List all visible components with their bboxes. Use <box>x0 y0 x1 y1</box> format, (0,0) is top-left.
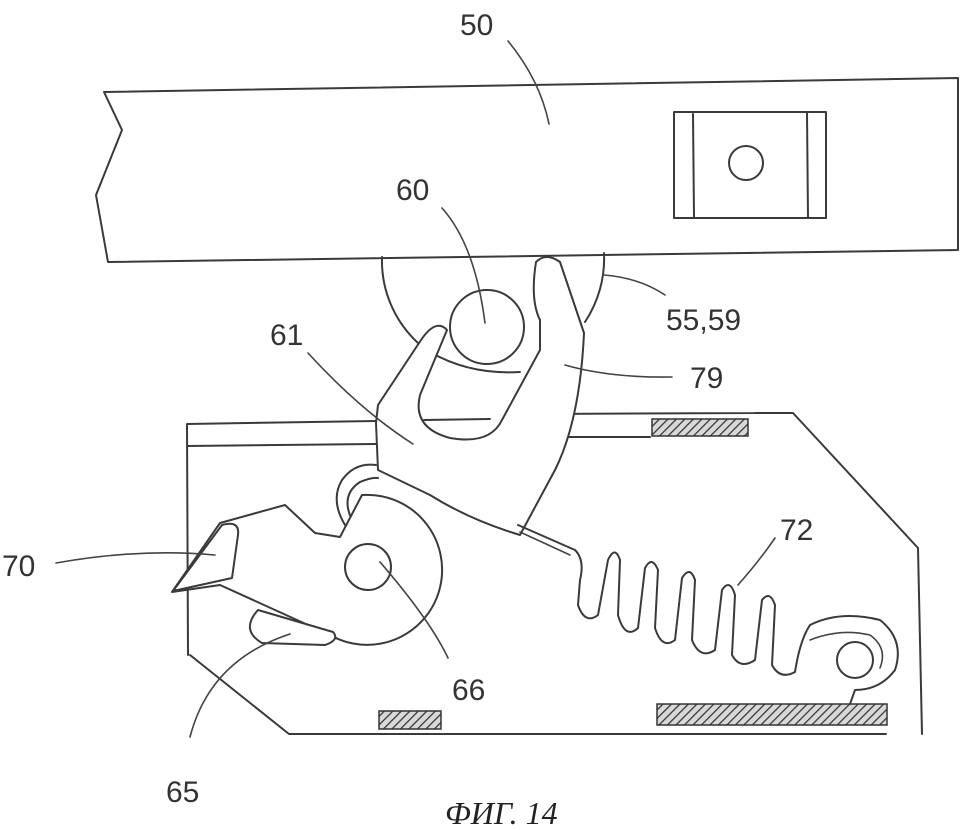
leader-61 <box>307 352 414 445</box>
mount-block-bottom-right <box>656 703 888 726</box>
label-66: 66 <box>452 674 485 707</box>
spring-anchor-pin <box>836 641 874 679</box>
figure-caption: ФИГ. 14 <box>445 795 558 831</box>
notch-edge <box>423 418 491 421</box>
disc-55-59 <box>380 252 606 374</box>
spring-72 <box>517 524 899 705</box>
label-61: 61 <box>270 319 303 352</box>
label-55-59: 55,59 <box>666 304 741 337</box>
pivot-66 <box>344 543 392 591</box>
leader-72 <box>737 537 776 586</box>
spring-inner <box>519 531 884 669</box>
label-65: 65 <box>166 776 199 809</box>
pivot-pin-60 <box>449 289 525 365</box>
mount-block-bottom-left <box>378 710 442 730</box>
hook-loop <box>335 463 379 526</box>
label-79: 79 <box>690 362 723 395</box>
leader-60 <box>441 207 486 324</box>
mount-block-top <box>651 418 749 437</box>
label-60: 60 <box>396 174 429 207</box>
rail-block <box>673 111 827 219</box>
leader-65 <box>189 633 291 738</box>
leader-79 <box>564 364 673 378</box>
label-70: 70 <box>2 550 35 583</box>
label-72: 72 <box>780 514 813 547</box>
housing-plate <box>186 412 923 735</box>
rail-50 <box>95 77 959 263</box>
arm-79 <box>375 256 585 536</box>
label-50: 50 <box>460 9 493 42</box>
leader-66 <box>379 561 449 659</box>
leader-70 <box>55 551 216 564</box>
latch-70 <box>172 522 240 592</box>
leader-55-59 <box>603 274 666 296</box>
stop-65 <box>249 609 337 646</box>
leader-50 <box>507 40 550 125</box>
